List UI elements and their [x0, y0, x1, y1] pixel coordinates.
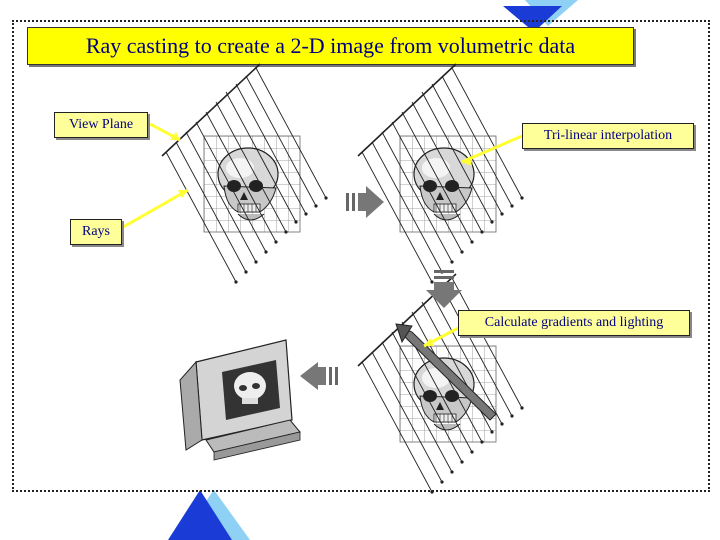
rays-label: Rays — [70, 219, 122, 245]
rays-pointer — [117, 188, 189, 232]
volume-panel-2 — [357, 63, 525, 285]
volume-panel-3 — [357, 273, 525, 495]
bottom-triangle-blue — [168, 490, 232, 540]
gradient-probe-icon — [395, 323, 497, 421]
left-arrow-icon — [300, 362, 338, 390]
trilinear-pointer — [461, 134, 523, 164]
monitor-icon — [179, 339, 301, 461]
gradients-label: Calculate gradients and lighting — [458, 310, 690, 336]
volume-panel-1 — [161, 63, 329, 285]
slide-frame — [12, 20, 710, 492]
down-arrow-icon — [426, 270, 462, 308]
view-plane-label: View Plane — [54, 112, 148, 138]
slide-title: Ray casting to create a 2-D image from v… — [27, 27, 634, 65]
top-triangle-blue — [503, 6, 562, 32]
trilinear-label: Tri-linear interpolation — [522, 123, 694, 149]
right-arrow-icon — [346, 186, 384, 218]
